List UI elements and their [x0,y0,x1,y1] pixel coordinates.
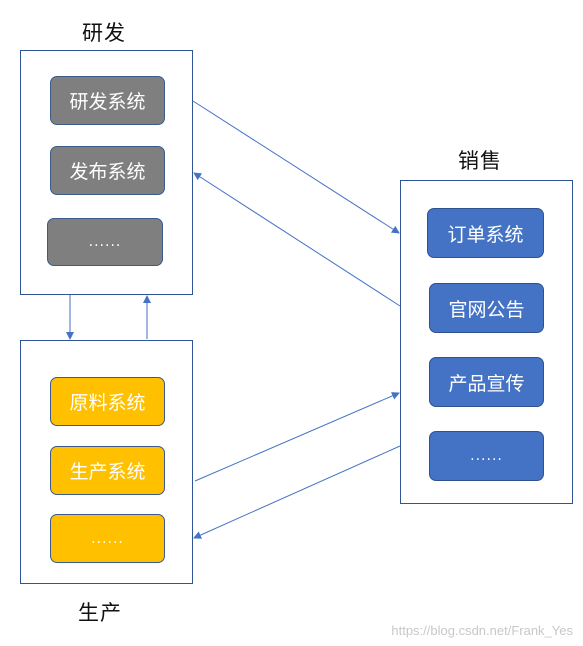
release-system-node[interactable]: 发布系统 [50,146,165,195]
production-system-label: 生产系统 [69,461,146,483]
material-system-node[interactable]: 原料系统 [50,377,165,426]
product-promo-node[interactable]: 产品宣传 [429,357,544,407]
material-system-label: 原料系统 [69,392,146,414]
rd-system-node[interactable]: 研发系统 [50,76,165,125]
release-system-label: 发布系统 [69,161,146,183]
arrow-rd-to-sales [192,100,400,234]
website-notice-label: 官网公告 [448,298,525,321]
product-promo-label: 产品宣传 [448,372,525,395]
production-system-node[interactable]: 生产系统 [50,446,165,495]
rd-more-label: ...... [88,234,122,250]
sales-title: 销售 [458,149,502,173]
order-system-node[interactable]: 订单系统 [427,208,544,258]
rd-more-node[interactable]: ...... [47,218,163,266]
arrow-production-to-sales [194,392,400,482]
production-title: 生产 [78,601,122,625]
sales-more-node[interactable]: ...... [429,431,544,481]
sales-more-label: ...... [470,448,503,464]
production-more-node[interactable]: ...... [50,514,165,563]
arrow-sales-to-rd [193,172,401,307]
website-notice-node[interactable]: 官网公告 [429,283,544,333]
order-system-label: 订单系统 [447,223,524,246]
rd-system-label: 研发系统 [69,91,146,113]
rd-title: 研发 [82,21,126,45]
watermark-text: https://blog.csdn.net/Frank_Yes [391,623,573,638]
production-more-label: ...... [91,530,124,547]
arrow-sales-to-production [193,445,401,539]
